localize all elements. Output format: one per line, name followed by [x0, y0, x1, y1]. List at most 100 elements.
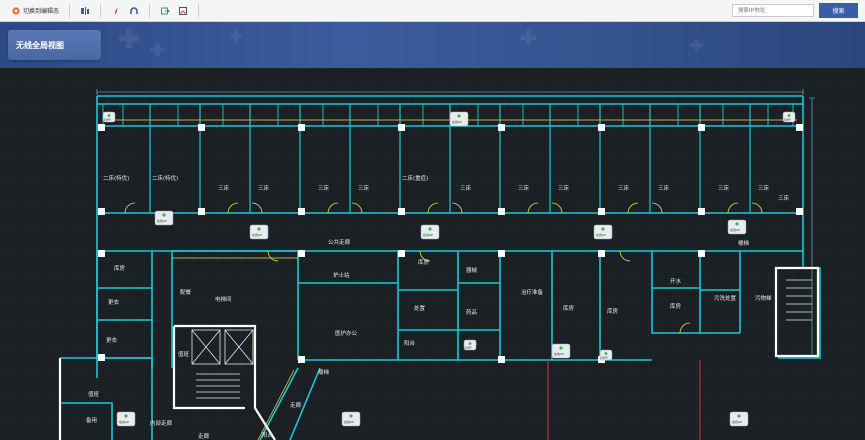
access-point[interactable]: 在线AP — [727, 219, 747, 235]
toolbar-separator — [149, 3, 151, 18]
door-swing — [651, 202, 663, 214]
column — [198, 124, 205, 131]
room-label: 三床 — [658, 184, 670, 192]
access-point[interactable]: 在线AP — [154, 210, 174, 226]
room-label: 三床 — [358, 184, 370, 192]
ap-label: 在线AP — [452, 119, 462, 124]
decorative-cross: ✚ — [520, 28, 537, 50]
room-label: 二床(重症) — [402, 174, 428, 182]
ap-body — [727, 219, 747, 235]
access-point[interactable]: 在线AP — [341, 411, 361, 427]
door-swing — [751, 202, 763, 214]
door-swing — [451, 202, 463, 214]
search-input[interactable] — [732, 4, 814, 17]
room-label: 走廊 — [290, 401, 302, 409]
elevator-hall-wall — [171, 250, 298, 368]
access-point[interactable]: 在线AP — [420, 224, 440, 240]
access-point[interactable]: 在线AP — [463, 339, 477, 351]
room-label: 三床 — [460, 184, 472, 192]
access-point[interactable]: 在线AP — [102, 111, 116, 123]
door-swing — [627, 202, 639, 214]
column — [698, 208, 705, 215]
door-swings — [124, 202, 763, 334]
room-label: 三床 — [218, 184, 230, 192]
column — [498, 356, 505, 363]
column — [398, 250, 405, 257]
room-label: 护士站 — [333, 271, 350, 279]
access-point[interactable]: 在线AP — [599, 349, 613, 361]
door-swing — [527, 202, 539, 214]
toolbar-separator — [198, 3, 200, 18]
room-label: 库房 — [670, 302, 682, 310]
door-swing — [427, 202, 439, 214]
elevators — [191, 279, 812, 399]
export-button[interactable] — [156, 3, 174, 19]
ap-status-icon — [428, 227, 432, 231]
ap-status-icon — [162, 213, 166, 217]
room-label: 楼梯 — [318, 368, 330, 376]
column — [598, 124, 605, 131]
image-icon — [179, 6, 188, 15]
compass-icon — [114, 6, 118, 15]
export-icon — [161, 7, 170, 14]
east-core-wall — [774, 266, 820, 358]
access-point[interactable]: 在线AP — [449, 111, 469, 127]
decorative-cross: ✚ — [690, 38, 704, 55]
ap-status-icon — [257, 227, 261, 231]
door-swing — [251, 202, 263, 214]
access-points: 在线AP 在线AP 在线AP 在线AP 在线AP 在线AP 在线AP 在线AP … — [102, 111, 796, 427]
switch-icon — [12, 6, 20, 15]
elevator-shaft — [191, 329, 221, 365]
room-label: 三床 — [618, 184, 630, 192]
search-button[interactable]: 搜索 — [819, 3, 858, 18]
door-swing — [619, 250, 631, 262]
switch-edit-button[interactable]: 切换到编辑态 — [8, 3, 63, 19]
column — [398, 124, 405, 131]
ap-label: 在线AP — [730, 227, 740, 232]
column — [198, 208, 205, 215]
room-label: 三床 — [518, 184, 530, 192]
ap-status-icon — [457, 114, 461, 118]
column — [498, 208, 505, 215]
balcony-rail — [257, 369, 295, 440]
room-label: 处置 — [414, 304, 426, 312]
page-header: ✚ ✚ ✚ ✚ ✚ 无线全局视图 — [0, 22, 865, 68]
access-point[interactable]: 在线AP — [249, 224, 269, 240]
room-label: 库房 — [418, 258, 430, 266]
ap-body — [102, 111, 116, 123]
layers-icon — [81, 6, 90, 15]
ap-status-icon — [787, 114, 791, 117]
door-swing — [227, 202, 239, 214]
column — [698, 250, 705, 257]
door-swing — [327, 202, 339, 214]
ap-body — [729, 411, 749, 427]
ap-status-icon — [468, 342, 472, 345]
elevator-shaft — [224, 329, 254, 365]
layers-button[interactable] — [76, 3, 94, 19]
column — [796, 124, 803, 131]
decorative-cross: ✚ — [118, 24, 140, 54]
ap-body — [116, 411, 136, 427]
compass-button[interactable] — [107, 3, 125, 19]
magnet-icon — [130, 6, 138, 14]
door-swing — [124, 202, 136, 214]
ap-status-icon — [349, 414, 353, 418]
access-point[interactable]: 在线AP — [593, 224, 613, 240]
column — [698, 124, 705, 131]
access-point[interactable]: 在线AP — [782, 111, 796, 123]
column — [796, 208, 803, 215]
room-label: 治疗准备 — [521, 288, 544, 296]
page-title: 无线全局视图 — [8, 30, 101, 60]
room-label: 三床 — [778, 194, 790, 202]
access-point[interactable]: 在线AP — [729, 411, 749, 427]
ap-body — [782, 111, 796, 123]
room-label: 内部走廊 — [150, 419, 173, 427]
page-title-text: 无线全局视图 — [16, 40, 64, 50]
access-point[interactable]: 在线AP — [551, 343, 571, 359]
access-point[interactable]: 在线AP — [116, 411, 136, 427]
floor-plan[interactable]: 二床(特优) 二床(特优) 三床 三床 三床 三床 二床(重症) 三床 三床 三… — [0, 68, 865, 440]
column — [398, 208, 405, 215]
magnet-button[interactable] — [125, 3, 143, 19]
image-button[interactable] — [174, 3, 192, 19]
red-lines — [547, 360, 701, 440]
